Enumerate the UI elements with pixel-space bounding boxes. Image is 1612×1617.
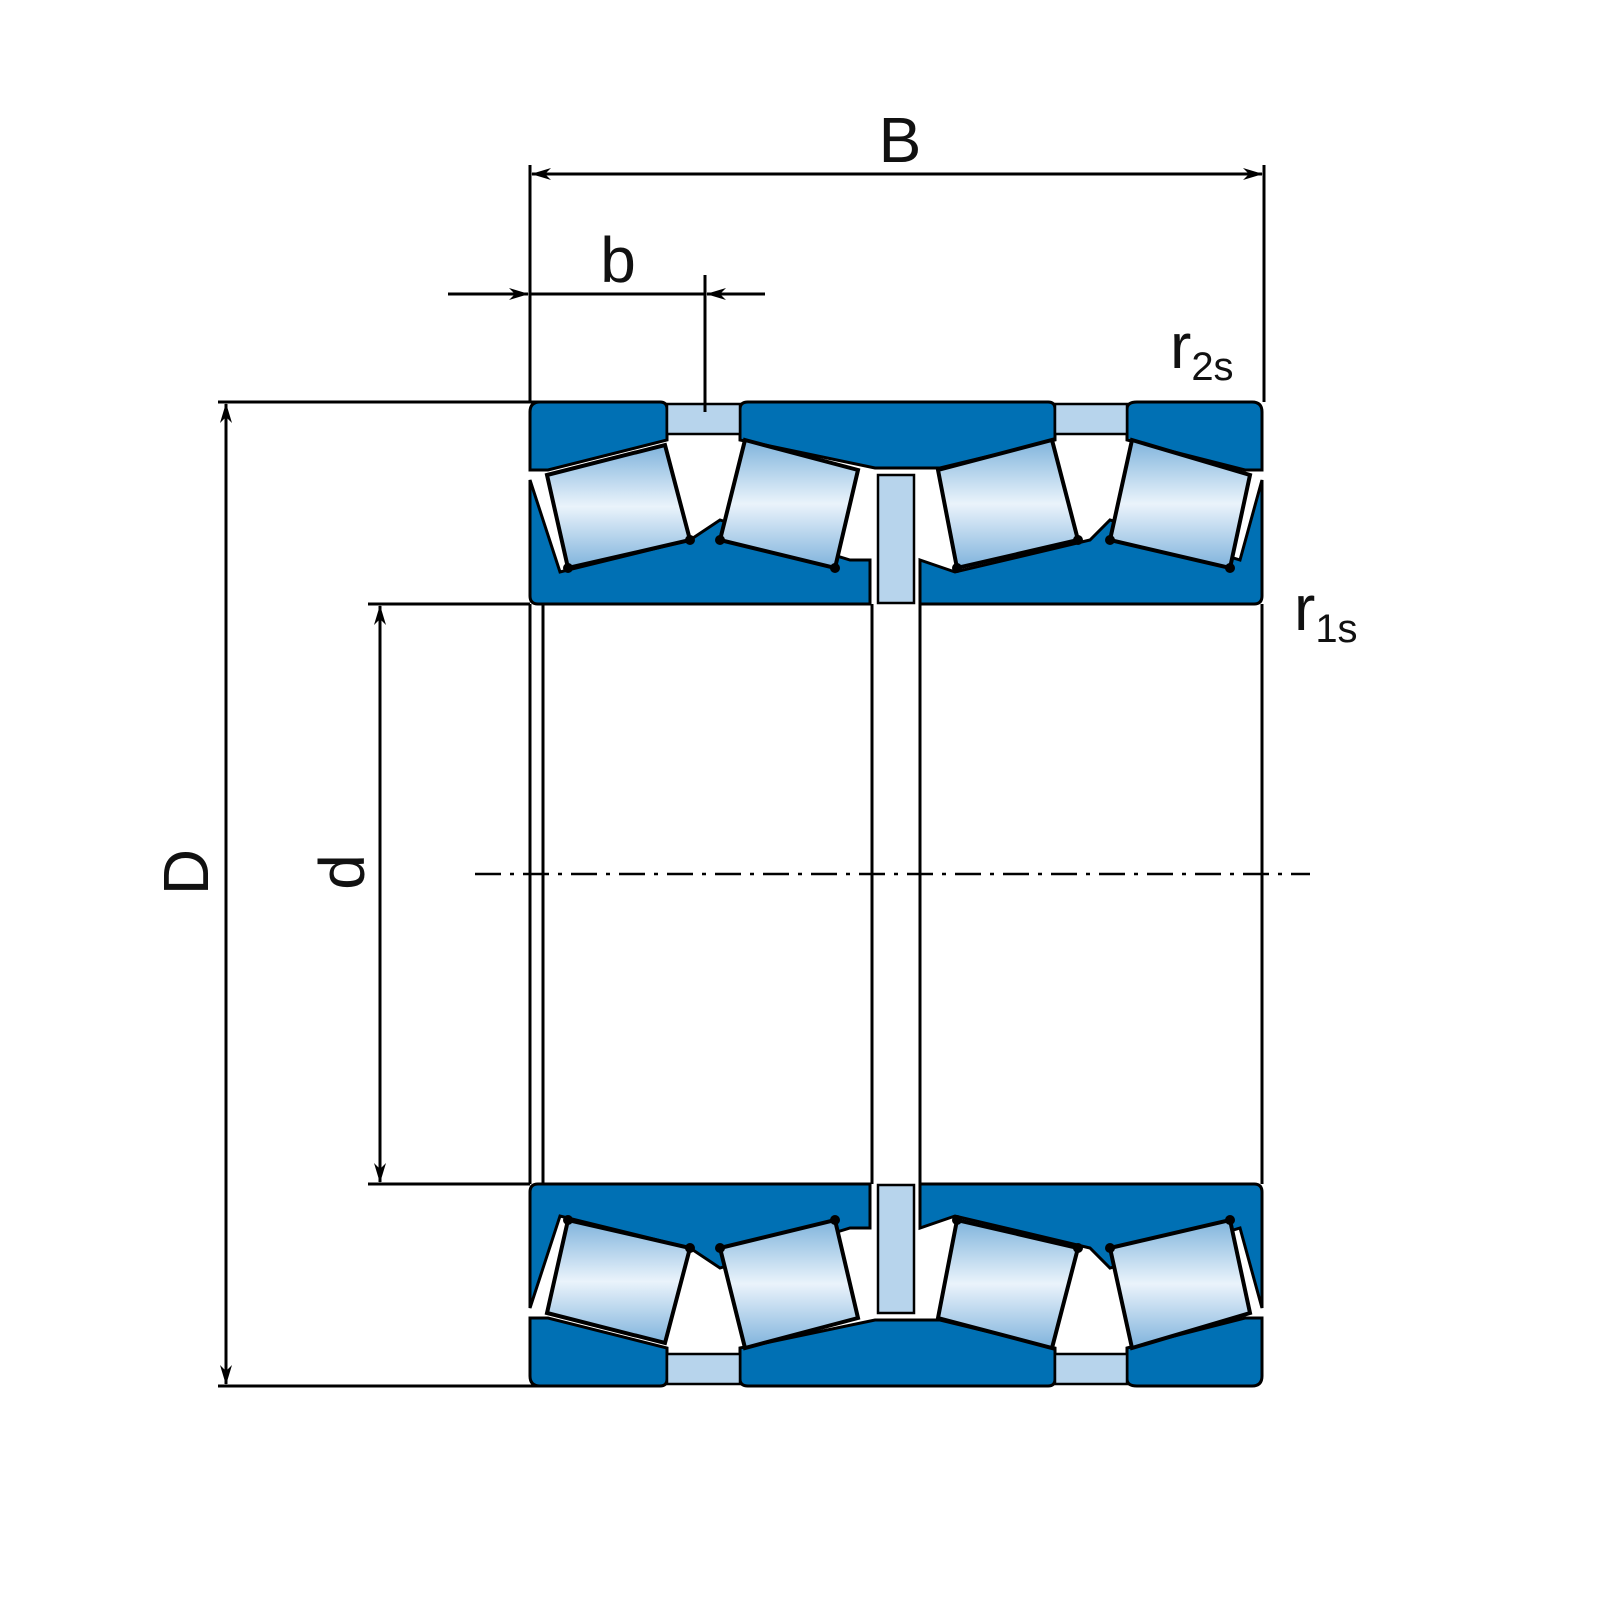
inner-ring-1 (528, 479, 872, 606)
roller-5 (544, 1217, 693, 1346)
label-D: D (150, 849, 222, 895)
outer-spacer-3 (665, 1352, 742, 1386)
outer-ring-2 (738, 400, 1057, 470)
label-r1s: r1s (1294, 572, 1358, 651)
inner-ring-4 (918, 1182, 1264, 1309)
outer-ring-3 (1125, 400, 1264, 472)
dimension-lines (218, 165, 1266, 1388)
inner-ring-3 (528, 1182, 872, 1309)
label-r2s: r2s (1170, 310, 1234, 389)
outer-spacer-4 (1053, 1352, 1129, 1386)
label-b: b (600, 224, 636, 296)
bore-lines (528, 604, 1264, 1184)
lower-section (528, 1182, 1264, 1388)
inner-ring-2 (918, 479, 1264, 606)
center-spacer-lower (876, 1183, 916, 1315)
upper-section (528, 400, 1264, 606)
outer-spacer-2 (1053, 402, 1129, 436)
roller-7 (935, 1217, 1081, 1351)
center-spacer-upper (876, 473, 916, 605)
outer-ring-1 (528, 400, 669, 472)
label-B: B (879, 104, 922, 176)
roller-8 (1107, 1217, 1253, 1351)
roller-6 (717, 1217, 861, 1351)
label-d: d (306, 854, 378, 890)
